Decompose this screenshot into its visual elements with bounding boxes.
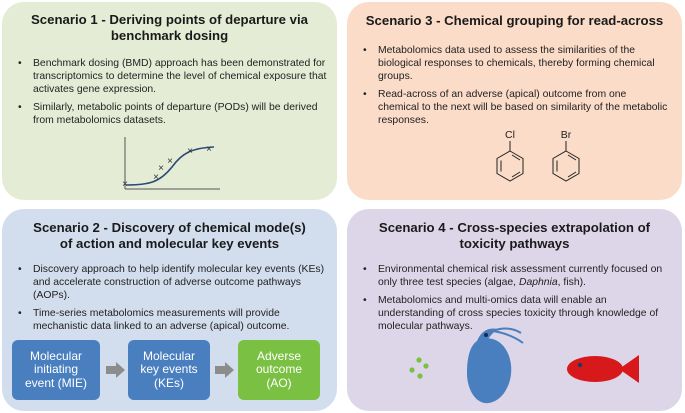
double-bond: [567, 154, 577, 161]
bullet-text: , fish).: [557, 277, 586, 288]
bullet-dot: •: [363, 89, 367, 100]
daphnia-antenna: [492, 327, 522, 334]
bullet-item: • Metabolomics and multi-omics data will …: [361, 294, 672, 333]
scenario-4-title-line-1: Scenario 4 - Cross-species extrapolation…: [378, 220, 651, 235]
daphnia-italic-text: Daphnia: [518, 277, 558, 288]
double-bond: [511, 171, 521, 178]
chlorobenzene-structure: Cl: [496, 129, 524, 182]
alga-cell: [409, 367, 415, 373]
arrow-shape: [106, 362, 125, 378]
bullet-dot: •: [18, 308, 22, 319]
double-bond: [511, 154, 521, 161]
scenario-4-panel: Scenario 4 - Cross-species extrapolation…: [347, 209, 682, 411]
scenario-4-title: Scenario 4 - Cross-species extrapolation…: [347, 220, 682, 252]
scenario-2-panel: Scenario 2 - Discovery of chemical mode(…: [2, 209, 337, 411]
scenario-2-title: Scenario 2 - Discovery of chemical mode(…: [2, 220, 337, 252]
ao-label-line: Adverse: [256, 348, 302, 363]
bullet-text: Similarly, metabolic points of departure…: [33, 102, 318, 126]
scenario-2-bullets: • Discovery approach to help identify mol…: [16, 263, 327, 338]
fish-tail: [619, 355, 639, 383]
bullet-item: • Benchmark dosing (BMD) approach has bee…: [16, 57, 327, 96]
bullet-item: • Metabolomics data used to assess the si…: [361, 44, 668, 83]
daphnia-antenna: [492, 330, 524, 344]
bullet-text: Environmental chemical risk assessment c…: [378, 264, 663, 288]
alga-cell: [417, 373, 423, 379]
bullet-dot: •: [363, 295, 367, 306]
bullet-text: Metabolomics data used to assess the sim…: [378, 45, 655, 82]
arrow-shape: [215, 362, 234, 378]
scenario-2-title-line-1: Scenario 2 - Discovery of chemical mode(…: [33, 220, 306, 235]
daphnia-body: [467, 338, 512, 404]
bullet-text: Read-across of an adverse (apical) outco…: [378, 89, 668, 126]
scenario-1-bullets: • Benchmark dosing (BMD) approach has bee…: [16, 57, 327, 132]
dose-response-curve: [125, 146, 215, 186]
scenario-1-title-line-2: benchmark dosing: [110, 28, 229, 43]
alga-cell: [416, 357, 422, 363]
daphnia-icon: [467, 327, 524, 404]
bullet-text: Metabolomics and multi-omics data will e…: [378, 295, 659, 332]
ke-label-line: Molecular: [142, 348, 196, 363]
scenario-1-title-line-1: Scenario 1 - Deriving points of departur…: [30, 12, 308, 27]
benzene-ring: [552, 150, 580, 182]
bromine-label: Br: [561, 129, 572, 141]
arrow-right-icon: [215, 362, 234, 378]
double-bond: [567, 171, 577, 178]
bullet-dot: •: [363, 264, 367, 275]
data-point-marker: ×: [206, 144, 212, 155]
bullet-item: • Discovery approach to help identify mol…: [16, 263, 327, 302]
fish-body: [567, 356, 623, 382]
benzene-ring: [496, 150, 524, 182]
scenario-3-title: Scenario 3 - Chemical grouping for read-…: [365, 13, 664, 28]
scenario-1-title: Scenario 1 - Deriving points of departur…: [2, 12, 337, 44]
data-point-marker: ×: [153, 172, 159, 183]
alga-cell: [423, 363, 429, 369]
bullet-text: Discovery approach to help identify mole…: [33, 264, 325, 301]
bromobenzene-structure: Br: [552, 129, 580, 182]
chlorine-label: Cl: [505, 129, 515, 141]
ao-label-line: (AO): [266, 375, 292, 390]
bullet-dot: •: [18, 58, 22, 69]
scenario-3-panel: Scenario 3 - Chemical grouping for read-…: [347, 2, 682, 200]
bullet-item: • Time-series metabolomics measurements w…: [16, 307, 327, 333]
mie-label-line: event (MIE): [24, 375, 87, 390]
ke-label-line: key events: [140, 362, 198, 377]
ke-label-line: (KEs): [154, 375, 184, 390]
scenario-1-panel: Scenario 1 - Deriving points of departur…: [2, 2, 337, 200]
data-point-marker: ×: [158, 163, 164, 174]
mie-label-line: Molecular: [29, 348, 82, 363]
arrow-right-icon: [106, 362, 125, 378]
bullet-text: Benchmark dosing (BMD) approach has been…: [33, 58, 327, 95]
bullet-dot: •: [363, 45, 367, 56]
bullet-item: • Similarly, metabolic points of departur…: [16, 101, 327, 127]
bullet-item: • Read-across of an adverse (apical) outc…: [361, 88, 668, 127]
ao-label-line: outcome: [255, 362, 303, 377]
fish-icon: [567, 355, 639, 383]
fish-eye: [577, 362, 583, 368]
scenario-4-title-line-2: toxicity pathways: [459, 236, 570, 251]
algae-icon: [409, 357, 429, 379]
bullet-text: Time-series metabolomics measurements wi…: [33, 308, 290, 332]
mie-label-line: initiating: [33, 362, 78, 377]
daphnia-eye: [484, 333, 488, 337]
data-point-marker: ×: [122, 179, 128, 190]
scenario-2-title-line-2: of action and molecular key events: [59, 236, 280, 251]
data-point-marker: ×: [187, 146, 193, 157]
dose-response-plot: × × × × × ×: [122, 137, 220, 190]
bullet-item: • Environmental chemical risk assessment …: [361, 263, 672, 289]
bullet-dot: •: [18, 102, 22, 113]
scenario-4-bullets: • Environmental chemical risk assessment …: [361, 263, 672, 338]
bullet-dot: •: [18, 264, 22, 275]
data-point-marker: ×: [167, 156, 173, 167]
scenario-3-bullets: • Metabolomics data used to assess the si…: [361, 44, 668, 132]
